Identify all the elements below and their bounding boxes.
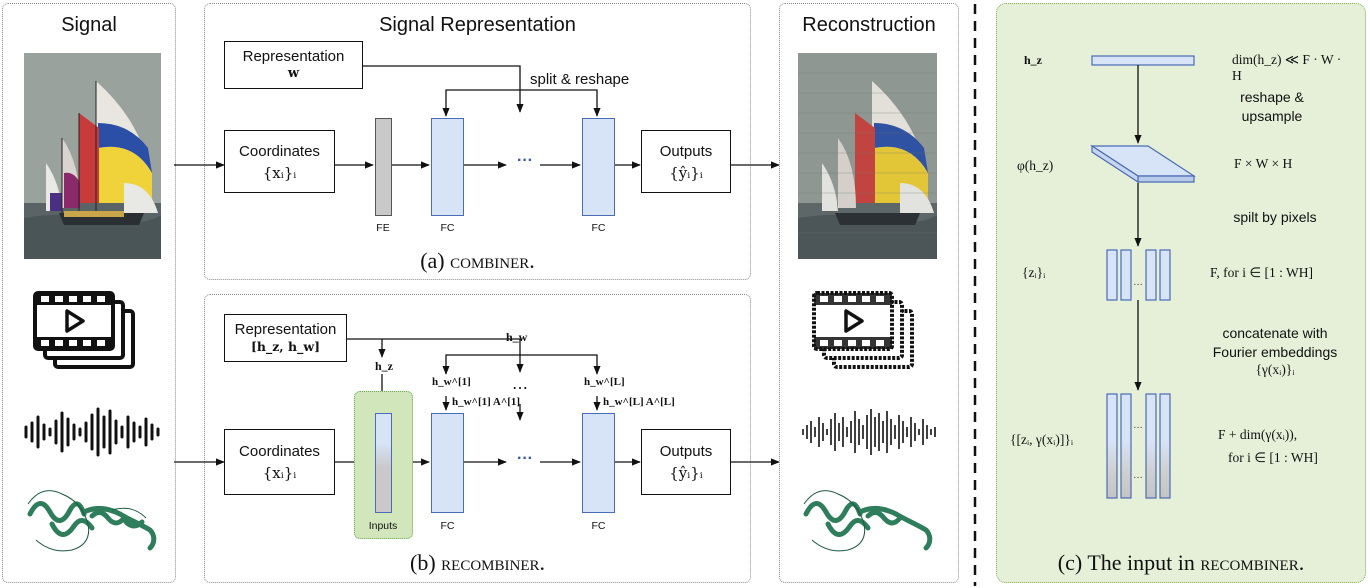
recombiner-fc-layer-1	[431, 413, 464, 513]
recombiner-vdots: ⋯	[512, 380, 528, 397]
input-panel-graphics: … … …	[1089, 55, 1197, 499]
input-caption: (c) The input in recombiner.	[996, 550, 1366, 576]
hwLA-label: h_w^[L] A^[L]	[603, 396, 675, 408]
combiner-fc-layer-2	[582, 118, 615, 216]
recombiner-rep-label: Representation	[234, 321, 337, 338]
split-pixels-label: spilt by pixels	[1233, 209, 1317, 225]
recombiner-outputs-box: Outputs {ŷᵢ}ᵢ	[641, 429, 731, 495]
recombiner-fc2-label: FC	[591, 520, 606, 532]
recombiner-fc-layer-2	[582, 413, 615, 513]
reshape-label-2: upsample	[1241, 108, 1303, 124]
reconstructed-sailboat-photo	[798, 53, 937, 259]
video-icon	[33, 291, 135, 369]
combiner-rep-label: Representation	[242, 48, 345, 65]
fe-layer	[375, 118, 392, 216]
combiner-caption: (a) combiner.	[204, 248, 751, 274]
inputs-label: Inputs	[368, 520, 398, 532]
combiner-ellipsis: ···	[517, 152, 533, 169]
protein-structure-icon	[27, 490, 157, 552]
recombiner-caption-prefix: (b)	[410, 550, 442, 575]
z-dim: F, for i ∈ [1 : WH]	[1210, 265, 1314, 280]
recombiner-representation-box: Representation [h_z, h_w]	[224, 314, 347, 362]
combiner-outputs-box: Outputs {ŷᵢ}ᵢ	[641, 130, 731, 193]
combiner-fc1-label: FC	[440, 222, 455, 234]
hw-label: h_w	[506, 330, 528, 344]
input-hz-dim: dim(h_z) ≪ F · W · H	[1232, 52, 1342, 83]
reconstruction-title: Reconstruction	[802, 14, 936, 36]
phi-dim: F × W × H	[1234, 156, 1293, 171]
concat-label-3: {γ(xᵢ)}ᵢ	[1255, 362, 1295, 377]
signal-title: Signal	[61, 14, 117, 36]
input-caption-prefix: (c) The input in	[1057, 550, 1201, 575]
recombiner-fc1-label: FC	[440, 520, 455, 532]
audio-waveform-icon	[24, 407, 160, 457]
representation-title: Signal Representation	[379, 14, 576, 36]
combiner-coords-label: Coordinates	[239, 143, 320, 160]
reconstructed-protein-structure-icon	[803, 490, 933, 552]
zg-dim-1: F + dim(γ(xᵢ)),	[1218, 427, 1298, 442]
hwL-label: h_w^[L]	[584, 376, 625, 388]
svg-text:…: …	[1133, 470, 1143, 481]
combiner-representation-box: Representation w	[224, 41, 363, 89]
zg-dim-2: for i ∈ [1 : WH]	[1228, 450, 1318, 465]
fe-label: FE	[376, 222, 390, 234]
z-label: {zᵢ}ᵢ	[1022, 265, 1046, 280]
combiner-coordinates-box: Coordinates {xᵢ}ᵢ	[224, 130, 335, 193]
svg-text:…: …	[1133, 277, 1143, 288]
phi-label: φ(h_z)	[1017, 158, 1054, 173]
reshape-label-1: reshape &	[1240, 89, 1304, 105]
combiner-caption-name: combiner.	[450, 248, 535, 273]
combiner-fc2-label: FC	[591, 222, 606, 234]
concat-label-2: Fourier embeddings	[1212, 344, 1338, 360]
recombiner-ellipsis: ···	[517, 450, 533, 467]
input-panel	[996, 3, 1366, 583]
recombiner-coords-label: Coordinates	[239, 443, 320, 460]
concat-label-1: concatenate with	[1222, 325, 1328, 341]
input-hz-label: h_z	[1024, 53, 1042, 67]
reconstructed-video-icon	[812, 291, 914, 369]
recombiner-caption: (b) recombiner.	[204, 550, 751, 576]
combiner-fc-layer-1	[431, 118, 464, 216]
hw1A-label: h_w^[1] A^[1]	[452, 396, 521, 408]
combiner-coords-symbol: {xᵢ}ᵢ	[262, 164, 297, 182]
sailboat-photo	[24, 53, 161, 259]
svg-text:…: …	[1133, 420, 1143, 431]
recombiner-coords-symbol: {xᵢ}ᵢ	[262, 464, 297, 482]
input-caption-name: recombiner.	[1200, 550, 1305, 575]
recombiner-outputs-symbol: {ŷᵢ}ᵢ	[669, 464, 703, 482]
combiner-outputs-label: Outputs	[659, 143, 713, 160]
reconstructed-audio-waveform-icon	[802, 409, 936, 455]
recombiner-rep-symbol: [h_z, h_w]	[250, 339, 321, 354]
hz-label: h_z	[375, 359, 393, 373]
inputs-layer	[375, 413, 392, 513]
recombiner-outputs-label: Outputs	[659, 443, 713, 460]
combiner-outputs-symbol: {ŷᵢ}ᵢ	[669, 164, 703, 182]
combiner-rep-symbol: w	[287, 66, 300, 81]
zg-label: {[zᵢ, γ(xᵢ)]}ᵢ	[1010, 432, 1074, 447]
recombiner-caption-name: recombiner.	[441, 550, 545, 575]
recombiner-coordinates-box: Coordinates {xᵢ}ᵢ	[224, 429, 335, 495]
combiner-caption-prefix: (a)	[420, 248, 451, 273]
split-reshape-label: split & reshape	[530, 71, 630, 88]
hw1-label: h_w^[1]	[432, 376, 471, 388]
